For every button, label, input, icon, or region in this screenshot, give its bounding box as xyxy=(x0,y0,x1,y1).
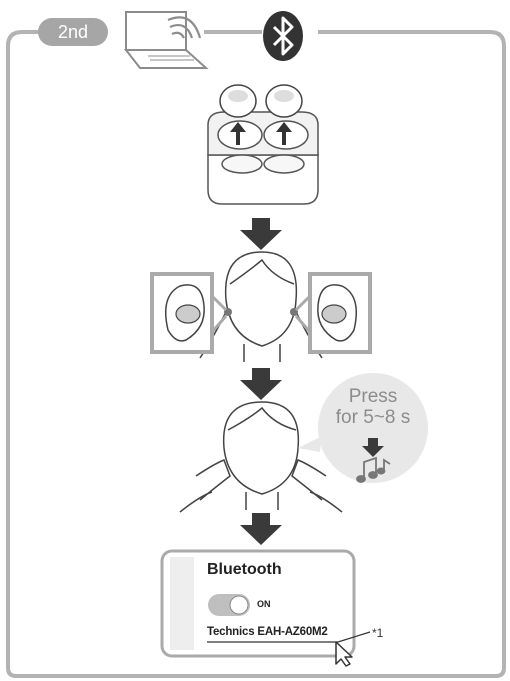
lift-arrow-left xyxy=(230,122,246,145)
bluetooth-panel-frame xyxy=(160,549,356,658)
bluetooth-toggle-label: ON xyxy=(257,599,271,609)
footnote-marker: *1 xyxy=(372,626,384,640)
bluetooth-panel-sidebar xyxy=(170,557,194,650)
step-label: 2nd xyxy=(38,18,108,46)
step-arrow-2 xyxy=(240,368,282,400)
cursor-pointer-icon xyxy=(335,641,353,667)
device-list-item[interactable]: Technics EAH-AZ60M2 xyxy=(207,626,328,638)
earbud-right-in-case xyxy=(265,84,303,118)
device-underline xyxy=(207,631,371,643)
right-ear-inset xyxy=(294,272,372,354)
charging-case xyxy=(207,111,319,205)
step-arrow-3 xyxy=(240,513,282,545)
left-ear-inset xyxy=(150,272,228,354)
wireless-signal-icon xyxy=(167,16,202,39)
press-bubble xyxy=(298,373,428,483)
lift-arrow-right xyxy=(276,122,292,145)
laptop-icon xyxy=(123,11,209,69)
press-line-1: Press xyxy=(348,386,398,407)
bluetooth-icon xyxy=(263,11,303,61)
head-with-earbuds xyxy=(199,251,323,362)
press-instruction: Press for 5~8 s xyxy=(318,386,428,428)
press-line-2: for 5~8 s xyxy=(335,407,411,428)
music-note-icon xyxy=(356,456,391,483)
step-arrow-1 xyxy=(240,218,282,250)
bluetooth-panel-title: Bluetooth xyxy=(207,561,282,578)
outer-frame xyxy=(6,30,506,678)
earbud-left-in-case xyxy=(219,84,257,118)
bluetooth-toggle[interactable] xyxy=(208,594,250,616)
